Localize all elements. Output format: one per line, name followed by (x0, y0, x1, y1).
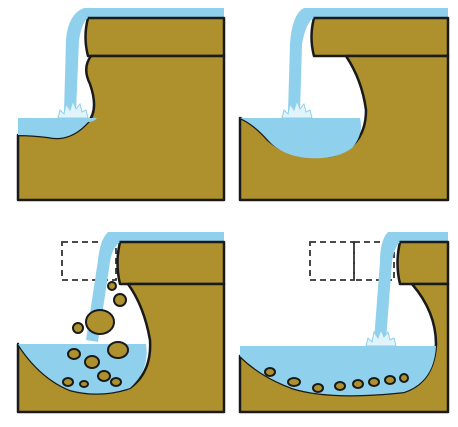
panel-4 (240, 232, 448, 412)
rock-fragment (73, 323, 83, 333)
upper-river (304, 8, 448, 18)
rock-fragment (86, 310, 114, 334)
falling-water (288, 8, 314, 112)
rock-fragment (108, 282, 116, 290)
splash (282, 101, 312, 118)
panel-1 (18, 8, 224, 200)
rock-fragment (288, 378, 300, 386)
rock-fragment (114, 294, 126, 306)
panel-3 (18, 232, 224, 412)
rock-fragment (369, 378, 379, 386)
rock-fragment (111, 378, 121, 386)
rock-fragment (68, 349, 80, 359)
splash (58, 101, 88, 118)
rock-fragment (85, 356, 99, 368)
upper-river (84, 8, 224, 18)
rock-fragment (313, 384, 323, 392)
rock-fragment (80, 381, 88, 387)
splash (366, 330, 396, 346)
falling-water (64, 8, 88, 112)
former-caprock-outline (310, 242, 354, 280)
rock-fragment (400, 374, 408, 382)
falling-water (374, 232, 400, 340)
panel-2 (240, 8, 448, 200)
rock-fragment (353, 380, 363, 388)
caprock-layer (86, 18, 225, 56)
caprock-layer (118, 242, 225, 284)
rock-fragment (265, 368, 275, 376)
caprock-layer (398, 242, 449, 284)
rock-fragment (385, 376, 395, 384)
rock-fragment (63, 378, 73, 386)
rock-fragment (98, 371, 110, 381)
upper-river (108, 232, 224, 242)
rock-fragment (108, 342, 128, 358)
rock-fragment (335, 382, 345, 390)
caprock-layer (312, 18, 449, 56)
